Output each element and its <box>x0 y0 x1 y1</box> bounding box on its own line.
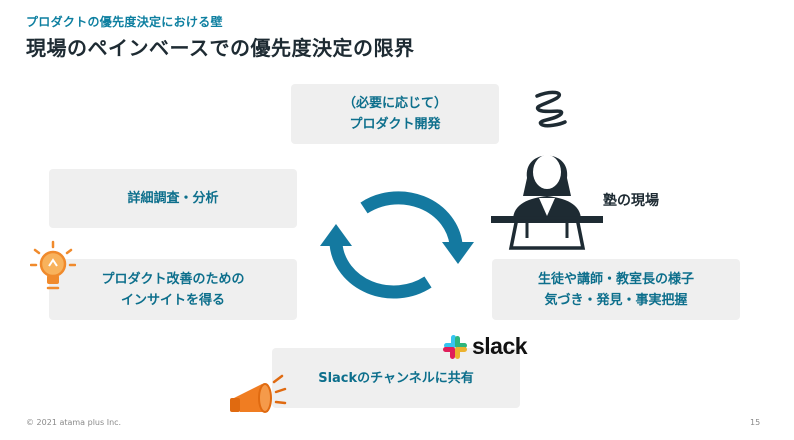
box-slack-share: Slackのチャンネルに共有 <box>272 348 520 408</box>
box-observation-line2: 気づき・発見・事実把握 <box>544 292 688 308</box>
page-number: 15 <box>750 418 761 427</box>
box-product-development: （必要に応じて） プロダクト開発 <box>291 84 499 144</box>
person-icon <box>491 155 603 250</box>
box-research: 詳細調査・分析 <box>49 169 297 228</box>
megaphone-icon <box>230 374 287 413</box>
copyright: © 2021 atama plus Inc. <box>26 418 122 427</box>
box-insight-line1: プロダクト改善のための <box>101 271 245 287</box>
slack-wordmark: slack <box>472 333 528 359</box>
section-kicker: プロダクトの優先度決定における壁 <box>26 15 223 29</box>
cycle-arrows-icon <box>320 191 474 299</box>
school-label: 塾の現場 <box>603 193 659 209</box>
box-insight-line2: インサイトを得る <box>120 292 225 308</box>
slack-icon <box>443 335 467 359</box>
box-observation-line1: 生徒や講師・教室長の様子 <box>537 271 694 287</box>
box-slack-share-label: Slackのチャンネルに共有 <box>318 370 474 386</box>
scribble-icon <box>535 90 567 128</box>
box-product-development-line1: （必要に応じて） <box>342 96 447 111</box>
lightbulb-icon <box>30 240 76 290</box>
box-product-development-line2: プロダクト開発 <box>349 117 441 132</box>
box-research-label: 詳細調査・分析 <box>127 191 219 206</box>
box-insight: プロダクト改善のための インサイトを得る <box>49 259 297 320</box>
page-title: 現場のペインベースでの優先度決定の限界 <box>26 36 415 60</box>
box-observation: 生徒や講師・教室長の様子 気づき・発見・事実把握 <box>492 259 740 320</box>
